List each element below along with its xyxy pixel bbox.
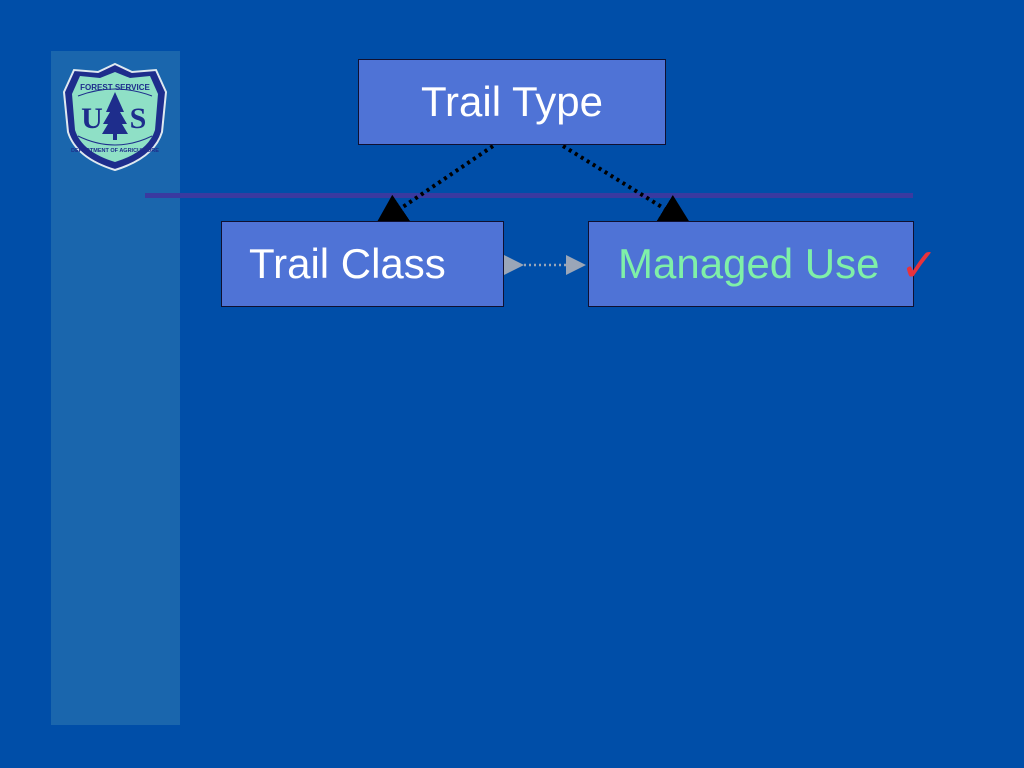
arrow-to-trail-class — [374, 144, 495, 226]
divider-line — [145, 193, 913, 198]
logo-bottom-text: DEPARTMENT OF AGRICULTURE — [71, 148, 159, 154]
node-trail-type: Trail Type — [358, 59, 666, 145]
arrow-to-managed-use — [561, 144, 692, 226]
node-trail-class-label: Trail Class — [249, 240, 446, 287]
node-trail-class: Trail Class — [221, 221, 504, 307]
logo-top-text: FOREST SERVICE — [80, 83, 150, 92]
node-managed-use: Managed Use — [588, 221, 914, 307]
node-trail-type-label: Trail Type — [420, 78, 604, 125]
node-managed-use-label: Managed Use — [618, 240, 880, 287]
logo-letter-s: S — [130, 102, 147, 135]
logo-letter-u: U — [81, 102, 103, 135]
forest-service-shield-logo: FOREST SERVICE U S DEPARTMENT OF AGRICUL… — [62, 62, 168, 172]
check-icon: ✓ — [900, 238, 939, 292]
